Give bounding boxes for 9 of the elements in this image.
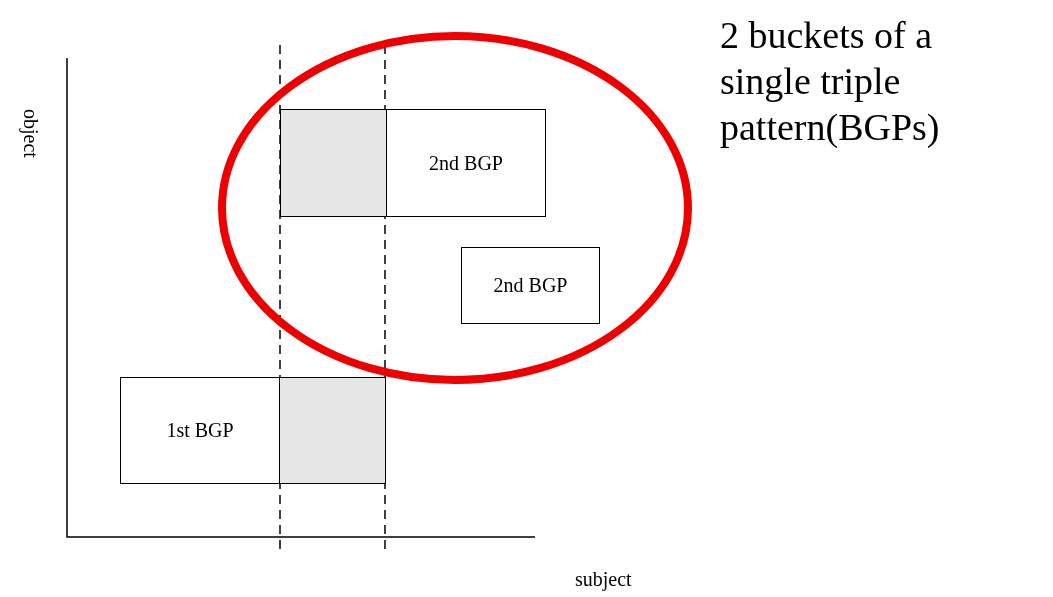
box-label: 2nd BGP — [429, 151, 503, 175]
bgp-box — [280, 109, 546, 217]
axis-label: object — [18, 108, 42, 160]
axis-label: subject — [575, 568, 632, 591]
box-label: 1st BGP — [166, 419, 234, 442]
bgp-box — [461, 247, 600, 324]
bgp-box — [120, 377, 386, 484]
annotation-text: 2 buckets of a single triple pattern(BGPs) — [720, 13, 941, 150]
box-label: 2nd BGP — [493, 274, 568, 297]
